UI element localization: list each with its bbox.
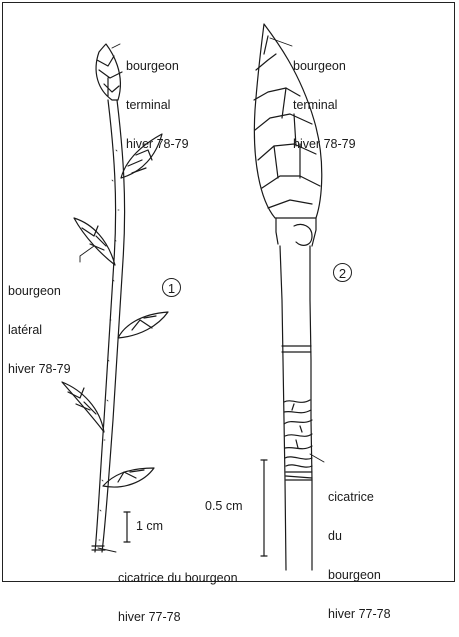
twig-1-terminal-bud-label: bourgeon terminal hiver 78-79: [126, 34, 189, 164]
twig-1-scale-label: 1 cm: [136, 520, 163, 533]
twig-1-scale-bar: [124, 512, 130, 542]
twig-1-terminal-bud: [96, 44, 122, 100]
label-line: bourgeon: [293, 60, 356, 73]
twig-2-terminal-bud-label: bourgeon terminal hiver 78-79: [293, 34, 356, 164]
label-line: terminal: [126, 99, 189, 112]
figure-1-number: 1: [162, 278, 181, 297]
twig-2-scar-label: cicatrice du bourgeon hiver 77-78: [328, 465, 391, 634]
twig-1-lateral-bud: [118, 312, 168, 338]
label-line: du: [328, 530, 391, 543]
label-line: hiver 78-79: [8, 363, 71, 376]
label-line: bourgeon: [8, 285, 71, 298]
twig-2-bud-scar: [284, 400, 312, 478]
label-line: hiver 78-79: [126, 138, 189, 151]
twig-2-scale-label: 0.5 cm: [205, 500, 243, 513]
label-line: bourgeon: [328, 569, 391, 582]
twig-1-lateral-bud-label: bourgeon latéral hiver 78-79: [8, 259, 71, 389]
label-line: terminal: [293, 99, 356, 112]
twig-1-scar-label: cicatrice du bourgeon hiver 77-78: [118, 546, 238, 637]
label-line: cicatrice: [328, 491, 391, 504]
figure-2-number: 2: [333, 263, 352, 282]
twig-1-lateral-bud: [62, 382, 104, 432]
label-line: hiver 77-78: [118, 611, 238, 624]
twig-1-lateral-bud: [103, 468, 154, 487]
label-line: latéral: [8, 324, 71, 337]
twig-2-scale-bar: [261, 460, 267, 556]
label-line: hiver 77-78: [328, 608, 391, 621]
label-line: cicatrice du bourgeon: [118, 572, 238, 585]
label-line: bourgeon: [126, 60, 189, 73]
label-line: hiver 78-79: [293, 138, 356, 151]
